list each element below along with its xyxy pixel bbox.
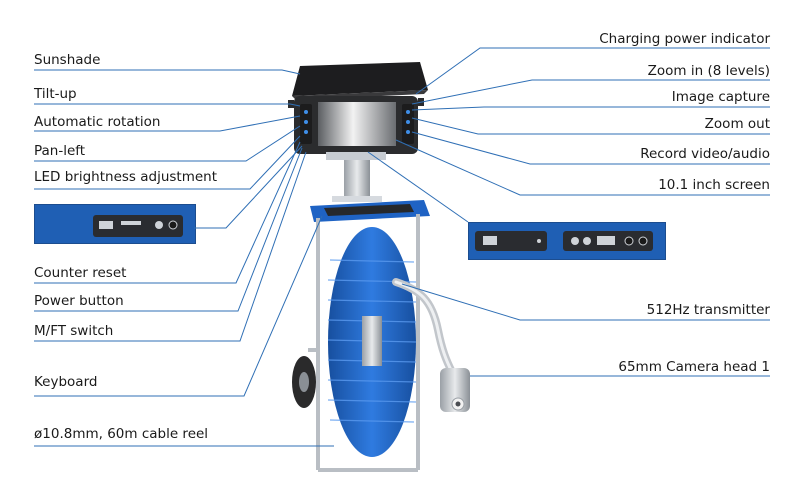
leader-sunshade: [34, 69, 301, 75]
inset-side-ports-right: [468, 222, 666, 260]
steel-frame-shape: [308, 214, 420, 472]
label-cable-reel: ø10.8mm, 60m cable reel: [34, 426, 209, 442]
label-charging-indicator: Charging power indicator: [599, 31, 770, 47]
leader-automatic-rotation: [34, 115, 301, 132]
leader-side-ports-left: [194, 145, 303, 229]
label-led-brightness: LED brightness adjustment: [34, 169, 218, 185]
inset-side-ports-left: [34, 204, 196, 244]
camera-cable-shape: [392, 278, 456, 376]
leader-screen: [395, 139, 770, 196]
label-counter-reset: Counter reset: [34, 265, 127, 281]
leader-led-brightness: [34, 135, 301, 190]
leader-counter-reset: [34, 141, 301, 284]
label-screen: 10.1 inch screen: [658, 177, 770, 193]
side-ports-illustration: [93, 215, 183, 237]
leader-keyboard: [34, 215, 323, 397]
leader-side-ports-right: [367, 151, 469, 223]
leader-record: [411, 131, 770, 165]
camera-head-shape: [440, 368, 470, 412]
label-sunshade: Sunshade: [34, 52, 101, 68]
leader-zoom-in: [411, 79, 770, 105]
leader-tilt-up: [34, 103, 301, 107]
keyboard-tray-shape: [310, 200, 430, 222]
ports-panel-illustration: [475, 231, 653, 251]
leader-mft-switch: [34, 151, 307, 342]
label-record-video: Record video/audio: [640, 146, 770, 162]
label-image-capture: Image capture: [671, 89, 770, 105]
leader-zoom-out: [411, 117, 770, 135]
wheel-shape: [292, 356, 316, 408]
monitor-shape: [288, 96, 424, 154]
monitor-mount-shape: [326, 152, 386, 202]
leader-image-capture: [411, 106, 770, 111]
label-pan-left: Pan-left: [34, 143, 86, 159]
label-zoom-in: Zoom in (8 levels): [647, 63, 770, 79]
label-power-button: Power button: [34, 293, 124, 309]
label-camera-head: 65mm Camera head 1: [618, 359, 770, 375]
label-tilt-up: Tilt-up: [34, 86, 77, 102]
label-automatic-rotation: Automatic rotation: [34, 114, 161, 130]
label-transmitter: 512Hz transmitter: [646, 302, 770, 318]
leader-pan-left: [34, 125, 301, 162]
leader-power-button: [34, 147, 303, 312]
leader-charging: [415, 47, 770, 95]
leader-transmitter: [401, 283, 770, 321]
label-mft-switch: M/FT switch: [34, 323, 114, 339]
label-keyboard: Keyboard: [34, 374, 98, 390]
label-zoom-out: Zoom out: [704, 116, 770, 132]
